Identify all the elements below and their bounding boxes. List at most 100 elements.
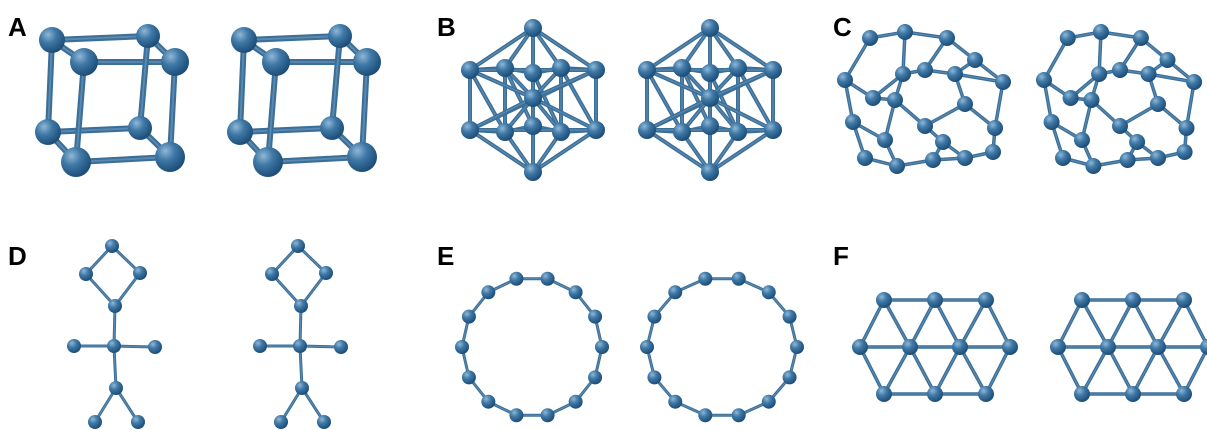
bond-highlight bbox=[1043, 37, 1069, 81]
atom bbox=[128, 116, 152, 140]
bond-highlight bbox=[709, 129, 774, 173]
atom bbox=[1150, 339, 1166, 355]
atom bbox=[1176, 144, 1193, 160]
panel-label-d: D bbox=[8, 241, 27, 271]
atom bbox=[148, 340, 162, 354]
bond-highlight bbox=[985, 346, 1011, 395]
atom bbox=[987, 120, 1003, 136]
bond-highlight bbox=[469, 97, 534, 131]
atom bbox=[1186, 74, 1203, 90]
bond-highlight bbox=[844, 37, 871, 81]
stick-figure-structure-left bbox=[67, 239, 162, 429]
atom bbox=[790, 340, 804, 354]
bond-highlight bbox=[469, 69, 534, 99]
bond-highlight bbox=[959, 299, 987, 348]
bond-highlight bbox=[47, 127, 141, 133]
bond-highlight bbox=[532, 129, 597, 173]
bonds bbox=[858, 298, 1012, 396]
ring-structure-right bbox=[640, 271, 804, 423]
atom bbox=[328, 24, 352, 48]
atom bbox=[461, 309, 476, 324]
atom bbox=[1150, 150, 1166, 166]
atom bbox=[1125, 386, 1141, 402]
bond-highlight bbox=[646, 97, 711, 131]
bond-highlight bbox=[1183, 347, 1207, 395]
bond-highlight bbox=[709, 27, 774, 71]
panel-label-e: E bbox=[437, 241, 455, 271]
panel-label-f: F bbox=[833, 241, 849, 271]
atom bbox=[978, 292, 994, 308]
atom bbox=[294, 299, 308, 313]
atom bbox=[647, 370, 662, 385]
bond-highlight bbox=[909, 346, 936, 395]
atom bbox=[227, 119, 253, 145]
atom bbox=[701, 117, 719, 135]
bond-highlight bbox=[737, 67, 774, 131]
atom bbox=[1074, 292, 1090, 308]
atom bbox=[877, 132, 893, 148]
atom bbox=[461, 370, 476, 385]
bond-highlight bbox=[361, 61, 368, 158]
atom bbox=[673, 123, 691, 141]
atom bbox=[764, 61, 782, 79]
atom bbox=[1129, 134, 1146, 150]
bond-highlight bbox=[985, 299, 1011, 348]
atoms bbox=[253, 239, 348, 429]
bond-highlight bbox=[954, 73, 1004, 83]
bond-highlight bbox=[1157, 346, 1185, 395]
atom bbox=[668, 285, 683, 300]
atom bbox=[1002, 339, 1018, 355]
bond-highlight bbox=[681, 67, 711, 127]
atoms bbox=[227, 24, 381, 177]
atoms bbox=[455, 271, 609, 423]
atom bbox=[568, 394, 583, 409]
atom bbox=[857, 150, 873, 166]
bond-highlight bbox=[646, 27, 711, 71]
panel-label-c: C bbox=[833, 12, 852, 42]
bond-highlight bbox=[1081, 346, 1109, 395]
atom bbox=[509, 271, 524, 286]
atom bbox=[588, 309, 603, 324]
bond-highlight bbox=[1107, 299, 1134, 348]
bond-highlight bbox=[267, 61, 277, 163]
atom bbox=[761, 394, 776, 409]
atom bbox=[1119, 152, 1136, 168]
cube-structure-left bbox=[35, 24, 189, 177]
atom bbox=[496, 59, 514, 77]
atom bbox=[107, 339, 121, 353]
bond-highlight bbox=[239, 39, 245, 133]
atom bbox=[1150, 96, 1166, 112]
atom bbox=[105, 239, 119, 253]
atom bbox=[293, 339, 307, 353]
atom bbox=[638, 121, 656, 139]
atom bbox=[1062, 90, 1079, 106]
atom bbox=[540, 408, 555, 423]
atom bbox=[496, 123, 514, 141]
atom bbox=[764, 121, 782, 139]
bond-highlight bbox=[709, 69, 774, 99]
lattice-structure-right bbox=[1050, 292, 1207, 402]
atoms bbox=[837, 24, 1011, 174]
atom bbox=[957, 96, 973, 112]
atom bbox=[334, 340, 348, 354]
atom bbox=[731, 408, 746, 423]
bond-highlight bbox=[469, 27, 534, 71]
atom bbox=[939, 30, 955, 46]
bond-highlight bbox=[1157, 299, 1185, 348]
bond-highlight bbox=[504, 67, 534, 127]
bond-highlight bbox=[469, 69, 506, 133]
bond-highlight bbox=[47, 39, 53, 133]
atom bbox=[253, 339, 267, 353]
bond-highlight bbox=[239, 127, 333, 133]
atom bbox=[136, 24, 160, 48]
atom bbox=[902, 339, 918, 355]
atom bbox=[552, 59, 570, 77]
bond-highlight bbox=[532, 72, 562, 133]
atom bbox=[995, 74, 1011, 90]
atom bbox=[109, 381, 123, 395]
bonds bbox=[45, 33, 178, 165]
bond-highlight bbox=[532, 97, 597, 131]
atom bbox=[552, 123, 570, 141]
atoms bbox=[1050, 292, 1207, 402]
bonds bbox=[460, 277, 604, 417]
